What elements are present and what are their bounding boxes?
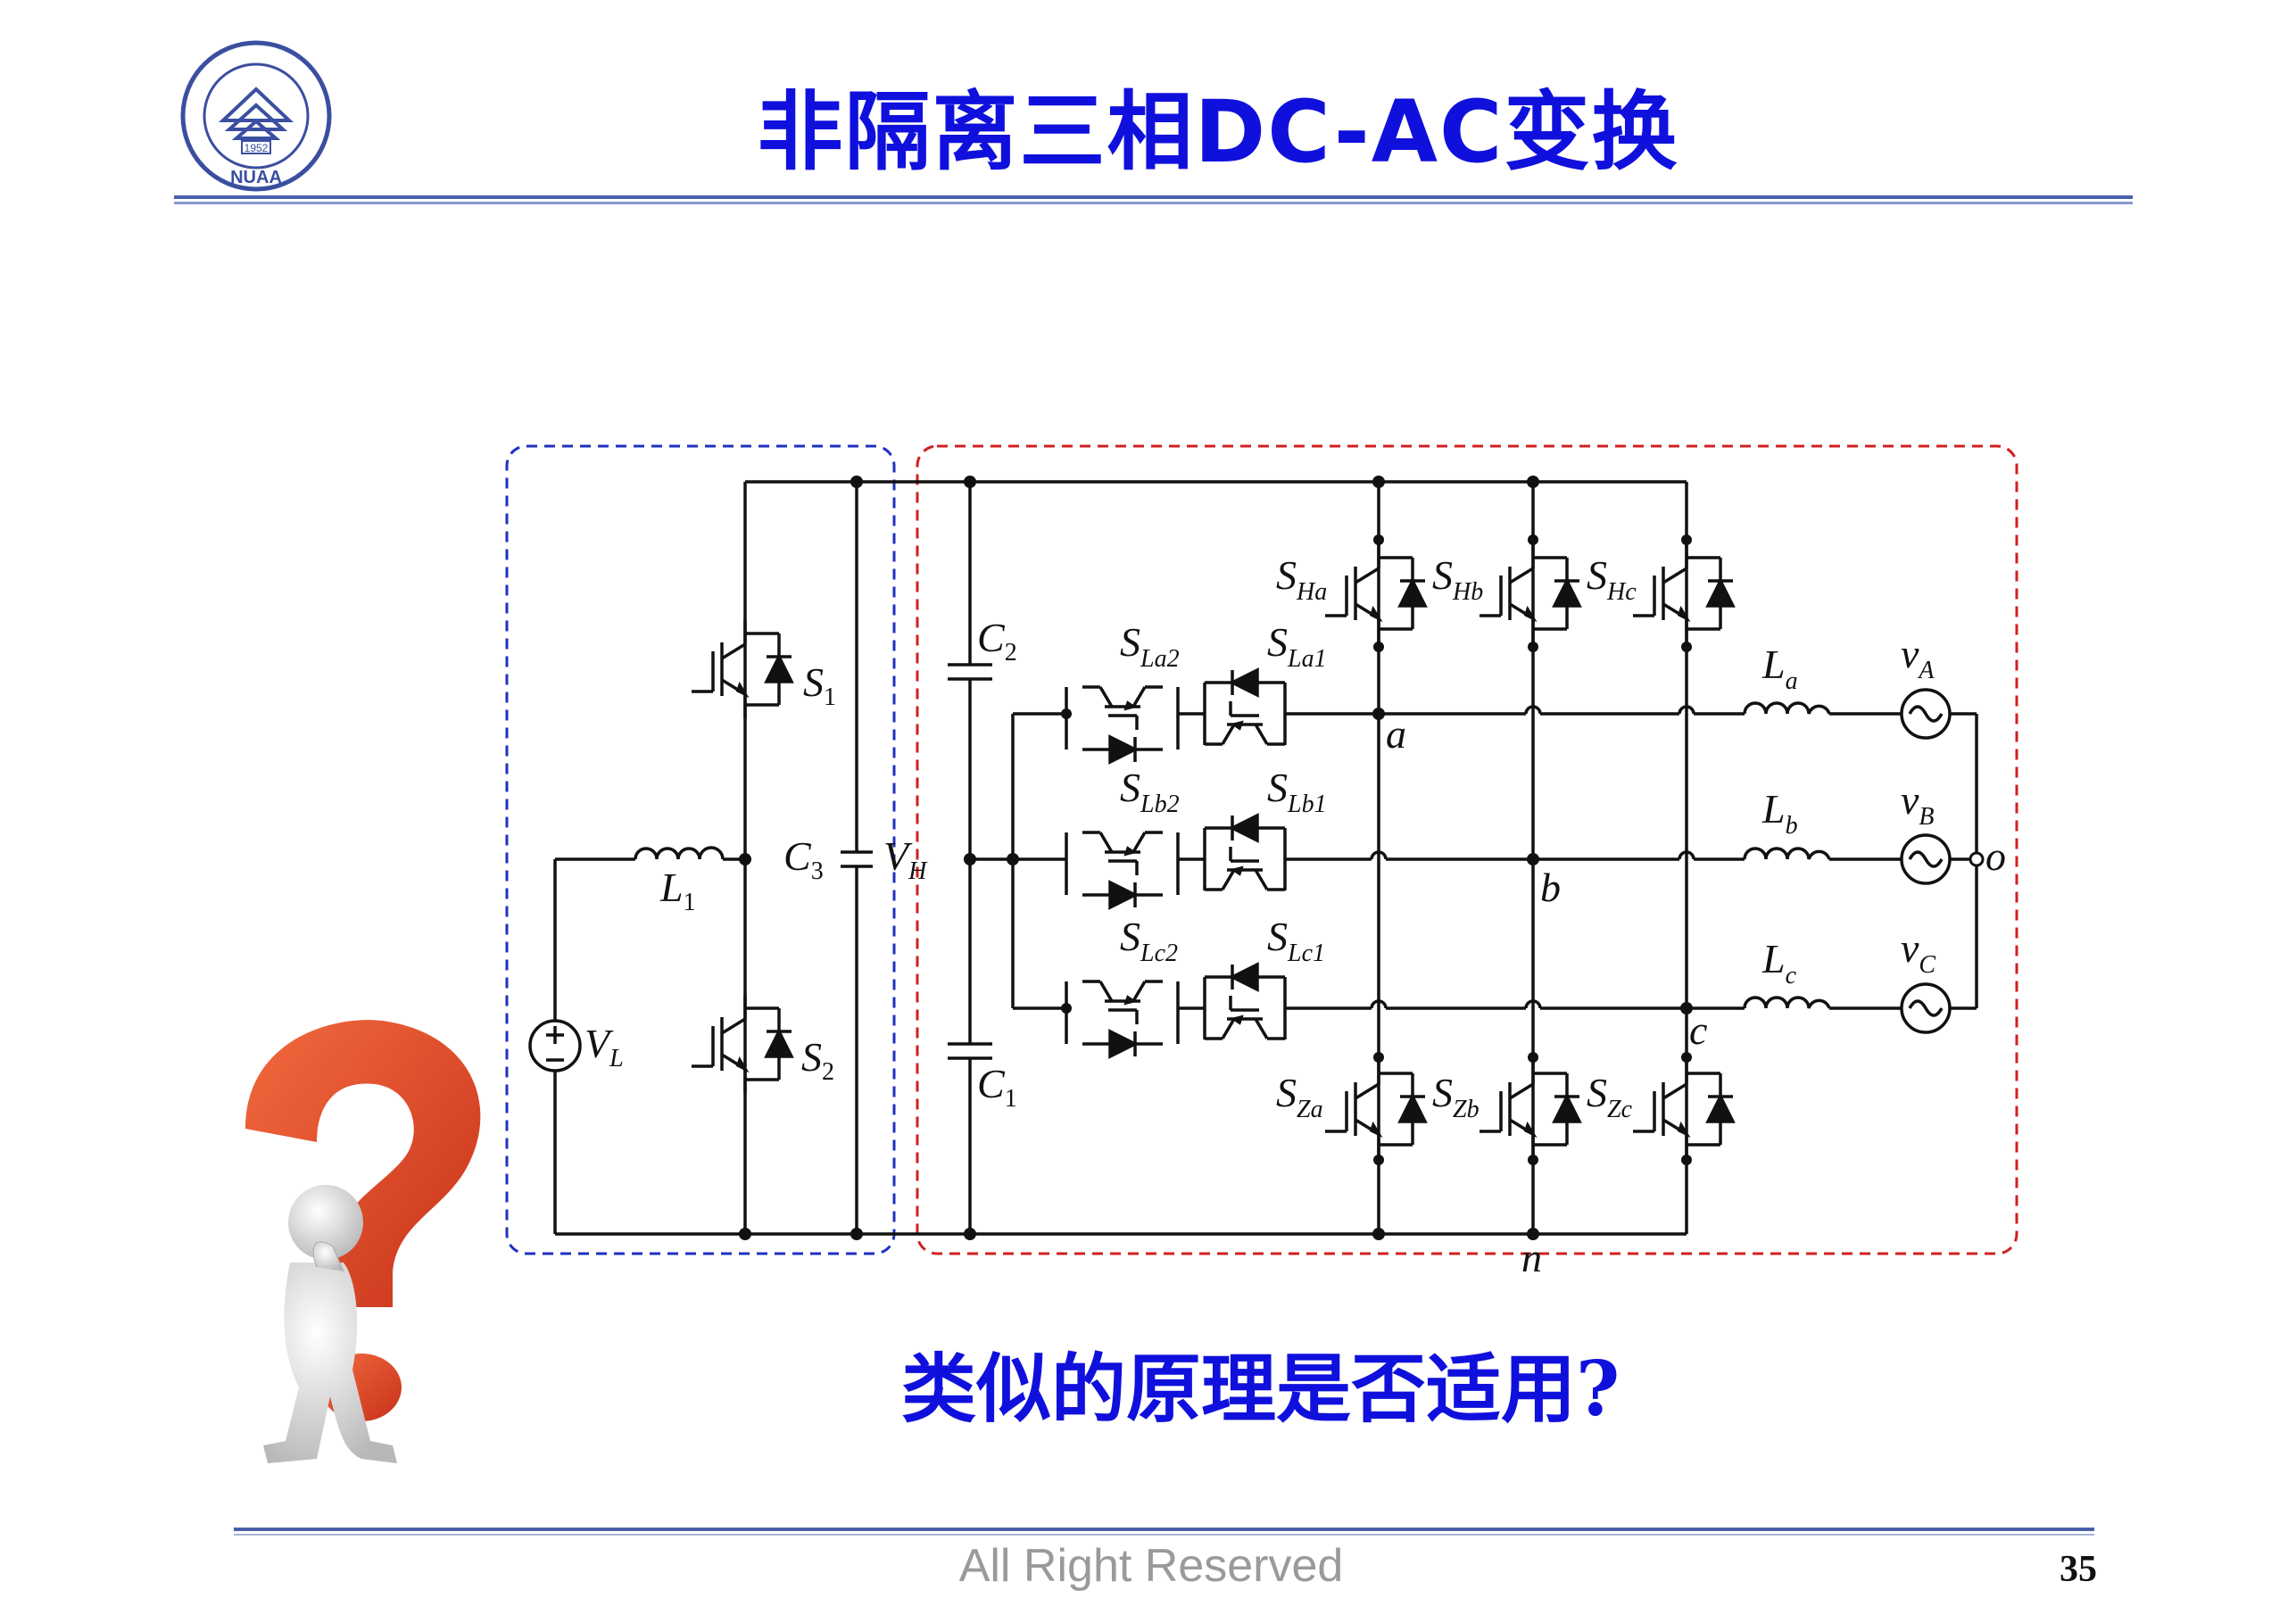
footer-divider-thin [234,1534,2094,1536]
inductor-L1 [634,846,725,860]
switch-SZc [1631,1058,1735,1160]
question-text: 类似的原理是否适用? [901,1345,1620,1433]
switch-SZa [1323,1058,1427,1160]
label-Lc: Lc [1761,936,1797,990]
label-vB: vB [1901,777,1935,831]
label-S1: S1 [803,659,836,711]
label-C1: C1 [977,1061,1017,1113]
logo-text: NUAA [230,168,282,187]
node-c: c [1689,1007,1707,1053]
switch-pair-La [1065,668,1287,764]
label-C3: C3 [783,833,824,885]
copyright-text: All Right Reserved [958,1540,1344,1592]
label-SZc: SZc [1587,1070,1633,1123]
header-divider-thin [174,202,2133,204]
footer-divider [234,1528,2094,1531]
label-SZa: SZa [1276,1070,1323,1123]
label-L1: L1 [659,865,696,916]
node-b: b [1540,865,1561,910]
switch-SZb [1478,1058,1581,1160]
node-o: o [1985,833,2006,879]
boost-stage-box [505,444,896,1255]
inductor-Lc [1743,996,1831,1009]
label-SLa2: SLa2 [1120,619,1180,673]
university-seal-icon: 1952 NUAA [180,40,332,192]
label-SLc2: SLc2 [1120,914,1178,967]
label-C2: C2 [977,615,1017,667]
label-SHc: SHc [1587,552,1637,606]
label-vC: vC [1901,925,1935,979]
label-SZb: SZb [1432,1070,1480,1123]
logo-year: 1952 [245,142,269,154]
label-VL: VL [584,1021,624,1072]
label-S2: S2 [801,1034,834,1086]
switch-pair-Lb [1065,814,1287,909]
label-SHb: SHb [1432,552,1483,606]
switch-SHa [1323,542,1427,644]
switch-S1 [690,618,793,720]
label-La: La [1761,642,1798,695]
label-SLa1: SLa1 [1267,619,1327,673]
node-a: a [1386,711,1406,757]
switch-pair-Lc [1065,963,1287,1058]
page-number: 35 [2060,1549,2097,1590]
label-VH: VH [883,833,928,885]
page-title: 非隔离三相DC-AC变换 [757,82,1679,182]
switch-SHc [1631,542,1735,644]
inverter-stage-box [916,444,2018,1255]
node-n: n [1521,1235,1542,1280]
dc-source-VL [528,1019,582,1072]
label-vA: vA [1901,631,1935,684]
label-SHa: SHa [1276,552,1327,606]
switch-S2 [690,993,793,1095]
header-divider [174,195,2133,199]
label-Lb: Lb [1761,786,1798,840]
thinking-person-question-mark-icon [245,1020,481,1463]
switch-SHb [1478,542,1581,644]
label-SLc1: SLc1 [1267,914,1325,967]
label-SLb2: SLb2 [1120,765,1180,818]
inductor-Lb [1743,847,1831,860]
inductor-La [1743,701,1831,715]
label-SLb1: SLb1 [1267,765,1327,818]
